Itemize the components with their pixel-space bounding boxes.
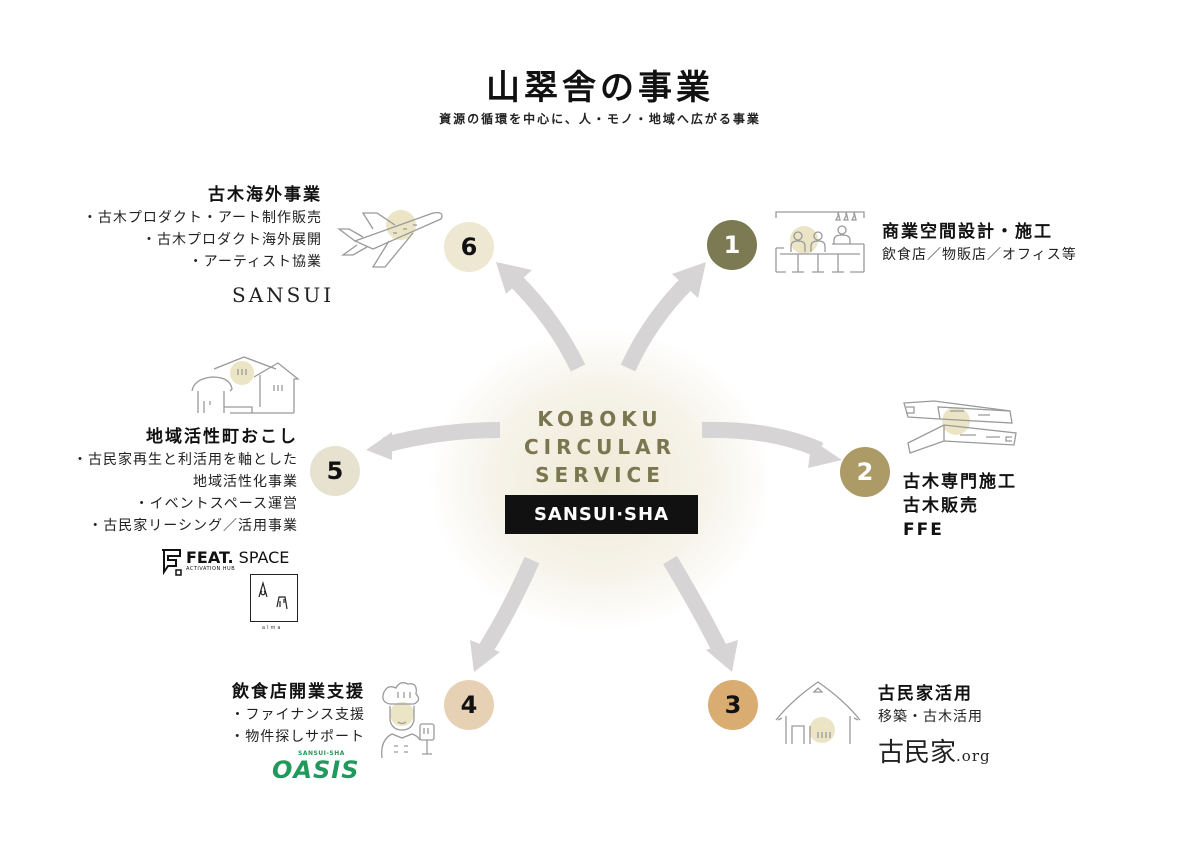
business-4-block: 飲食店開業支援 ・ファイナンス支援 ・物件探しサポート: [160, 680, 365, 748]
business-5-title: 地域活性町おこし: [146, 427, 298, 447]
feat-space-logo: FEAT. SPACE ACTIVATION HUB: [186, 548, 290, 572]
business-3-title: 古民家活用: [878, 684, 973, 704]
oasis-logo: OASIS: [272, 756, 360, 784]
number-badge-3: 3: [708, 680, 758, 730]
kominka-logo-suffix: .org: [956, 747, 991, 765]
center-line-3: SERVICE: [535, 463, 665, 487]
number-badge-4: 4: [444, 680, 494, 730]
feat-space-mark-icon: [162, 549, 182, 576]
sansui-logo: SANSUI: [232, 283, 335, 307]
arrow-head-2: [808, 440, 842, 468]
page-title: 山翠舎の事業: [486, 68, 714, 108]
oasis-logo-sub: SANSUI-SHA: [298, 750, 345, 757]
arrow-head-4: [470, 640, 500, 672]
feat-logo-bold: FEAT.: [186, 548, 234, 567]
business-3-line-1: 移築・古木活用: [878, 709, 983, 725]
business-6-line-3: ・アーティスト協業: [188, 254, 322, 270]
business-4-line-1: ・ファイナンス支援: [230, 707, 365, 723]
arrow-head-1: [672, 262, 706, 298]
center-concept: KOBOKU CIRCULAR SERVICE: [500, 405, 700, 489]
business-6-line-2: ・古木プロダクト海外展開: [142, 232, 322, 248]
business-5-line-2: 地域活性化事業: [193, 474, 298, 490]
business-1-block: 商業空間設計・施工 飲食店／物販店／オフィス等: [882, 220, 1077, 266]
sansui-sha-brand: SANSUI·SHA: [505, 495, 698, 534]
business-5-line-4: ・古民家リーシング／活用事業: [88, 518, 298, 534]
business-1-line-1: 飲食店／物販店／オフィス等: [882, 247, 1077, 263]
business-5-line-3: ・イベントスペース運営: [134, 496, 298, 512]
center-line-2: CIRCULAR: [523, 435, 677, 459]
kominka-org-logo: 古民家.org: [878, 732, 991, 769]
kominka-logo-main: 古民家: [878, 738, 957, 768]
business-5-line-1: ・古民家再生と利活用を軸とした: [73, 452, 298, 468]
thatched-house-icon: [775, 681, 861, 744]
number-badge-6: 6: [444, 222, 494, 272]
arrow-head-3: [706, 640, 738, 672]
business-4-line-2: ・物件探しサポート: [230, 729, 365, 745]
business-4-title: 飲食店開業支援: [232, 682, 365, 702]
chef-icon: [381, 682, 435, 759]
business-2-title-2: 古木販売: [903, 496, 979, 516]
business-6-title: 古木海外事業: [208, 185, 322, 205]
restaurant-interior-icon: [775, 211, 865, 273]
feat-logo-sub: ACTIVATION HUB: [186, 566, 236, 572]
airplane-icon: [337, 210, 443, 268]
timber-planks-icon: [903, 400, 1017, 454]
number-badge-1: 1: [707, 220, 757, 270]
number-badge-5: 5: [310, 446, 360, 496]
page-subtitle: 資源の循環を中心に、人・モノ・地域へ広がる事業: [439, 112, 761, 126]
business-2-title-3: FFE: [903, 520, 944, 540]
arrow-head-5: [366, 432, 392, 460]
village-houses-icon: [191, 356, 300, 414]
alma-logo-label: alma: [262, 625, 283, 631]
business-5-block: 地域活性町おこし ・古民家再生と利活用を軸とした 地域活性化事業 ・イベントスペ…: [40, 425, 298, 537]
number-badge-2: 2: [840, 447, 890, 497]
alma-logo: [250, 574, 298, 622]
business-2-block: 古木専門施工 古木販売 FFE: [903, 470, 1017, 542]
alma-mark-icon: [258, 580, 288, 610]
business-3-block: 古民家活用 移築・古木活用: [878, 682, 983, 728]
business-1-title: 商業空間設計・施工: [882, 222, 1053, 242]
center-line-1: KOBOKU: [537, 407, 663, 431]
feat-logo-space: SPACE: [238, 548, 290, 567]
business-6-line-1: ・古木プロダクト・アート制作販売: [82, 210, 322, 226]
arrow-head-6: [496, 262, 532, 294]
business-2-title-1: 古木専門施工: [903, 472, 1017, 492]
business-6-block: 古木海外事業 ・古木プロダクト・アート制作販売 ・古木プロダクト海外展開 ・アー…: [40, 183, 322, 273]
